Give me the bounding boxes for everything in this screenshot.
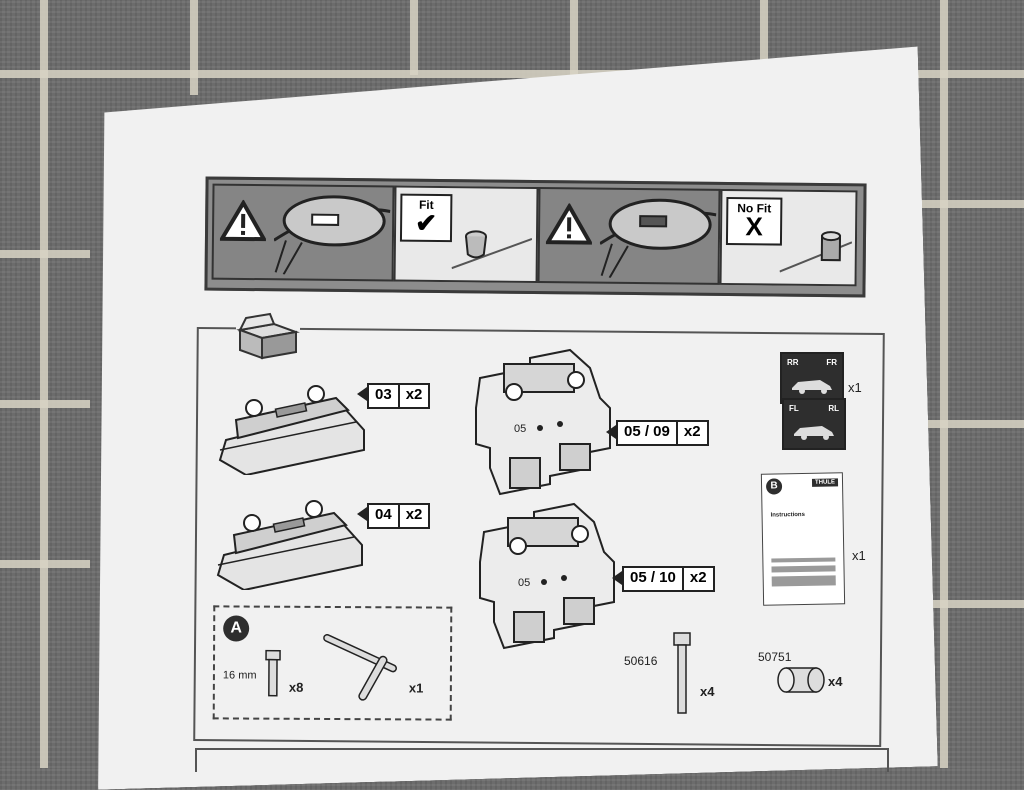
- roof-rail-closeup-icon: [273, 195, 391, 275]
- car-icon: [792, 380, 832, 394]
- next-step-frame: [195, 748, 889, 772]
- carpet-line: [900, 200, 1024, 208]
- nofit-example-panel: No Fit X: [719, 188, 858, 287]
- manual-qty: x1: [852, 548, 866, 563]
- position-decal-fl-rl: FL RL: [782, 398, 846, 450]
- kit-letter-badge: A: [223, 615, 250, 642]
- warning-panel-nofit-roof: [537, 187, 721, 285]
- foot-pad-03-drawing: [218, 385, 365, 475]
- part-tag-05-10: 05 / 10 x2: [622, 566, 715, 592]
- bracket-05-09-drawing: 05: [475, 348, 611, 496]
- decal-qty: x1: [848, 380, 862, 395]
- part-number-50616: 50616: [624, 654, 658, 668]
- bracket-stamp: 05: [518, 577, 530, 589]
- manual-text-block: [771, 565, 836, 573]
- manual-letter-badge: B: [765, 478, 783, 495]
- carpet-line: [570, 0, 578, 75]
- warning-triangle-icon: [545, 203, 593, 245]
- part-tag-05-09: 05 / 09 x2: [616, 420, 709, 446]
- part-qty: x2: [405, 506, 423, 523]
- kit-a-box: A 16 mm x8 x1: [212, 605, 453, 721]
- carpet-line: [190, 0, 198, 95]
- car-icon: [794, 426, 834, 440]
- manual-text-block: [771, 557, 836, 563]
- fit-badge: Fit ✔: [399, 193, 453, 243]
- sleeve-50751-qty: x4: [828, 674, 843, 689]
- part-qty: x2: [405, 386, 423, 403]
- bolt-length-label: 16 mm: [222, 669, 257, 682]
- decal-label: FL: [789, 404, 799, 413]
- part-qty: x2: [689, 569, 707, 586]
- instruction-manual-b: B THULE Instructions: [760, 472, 846, 606]
- fit-sleeve-icon: [451, 230, 533, 270]
- roof-rail-closeup-icon: [599, 198, 717, 279]
- position-decal-rr-fr: RR FR: [780, 352, 844, 404]
- part-code: 05 / 09: [618, 422, 678, 444]
- tag-pointer-icon: [612, 571, 622, 585]
- warning-triangle-icon: [219, 199, 267, 242]
- manual-text-block: [771, 575, 836, 587]
- carpet-line: [0, 400, 90, 408]
- manual-heading: Instructions: [770, 511, 805, 519]
- carpet-line: [760, 0, 768, 90]
- t-wrench-icon: [323, 633, 397, 701]
- part-code: 04: [369, 505, 400, 527]
- brand-logo: THULE: [811, 478, 839, 487]
- carpet-line: [0, 70, 1024, 78]
- nofit-badge: No Fit X: [725, 196, 783, 246]
- nofit-sleeve-icon: [779, 231, 853, 273]
- carpet-line: [0, 560, 90, 568]
- decal-label: RL: [828, 404, 839, 413]
- bracket-stamp: 05: [514, 423, 526, 435]
- part-tag-03: 03 x2: [367, 383, 431, 409]
- carpet-line: [900, 600, 1024, 608]
- warning-panel-fit-roof: [211, 183, 395, 282]
- part-qty: x2: [683, 423, 701, 440]
- tag-pointer-icon: [357, 387, 367, 401]
- cross-icon: X: [745, 211, 763, 242]
- carpet-line: [0, 250, 90, 258]
- decal-label: FR: [826, 358, 837, 367]
- bolt-icon: [265, 649, 281, 697]
- part-code: 05 / 10: [624, 568, 684, 590]
- part-number-50751: 50751: [758, 650, 792, 664]
- bracket-05-10-drawing: 05: [479, 502, 615, 650]
- fit-example-panel: Fit ✔: [393, 185, 539, 284]
- bolt-50616-qty: x4: [700, 684, 715, 699]
- bolt-qty: x8: [288, 679, 304, 695]
- tag-pointer-icon: [357, 507, 367, 521]
- checkmark-icon: ✔: [415, 207, 438, 238]
- part-tag-04: 04 x2: [367, 503, 431, 529]
- tag-pointer-icon: [606, 425, 616, 439]
- carpet-line: [900, 420, 1024, 428]
- long-bolt-icon: [673, 632, 691, 714]
- decal-label: RR: [787, 358, 799, 367]
- carpet-line: [40, 0, 48, 768]
- foot-pad-04-drawing: [216, 500, 363, 590]
- part-code: 03: [369, 385, 400, 407]
- tool-qty: x1: [408, 680, 424, 696]
- fit-warning-banner: Fit ✔ No Fit X: [204, 176, 867, 298]
- carpet-line: [940, 0, 948, 768]
- carpet-line: [410, 0, 418, 75]
- sleeve-icon: [777, 667, 825, 693]
- package-box-icon: [236, 308, 300, 360]
